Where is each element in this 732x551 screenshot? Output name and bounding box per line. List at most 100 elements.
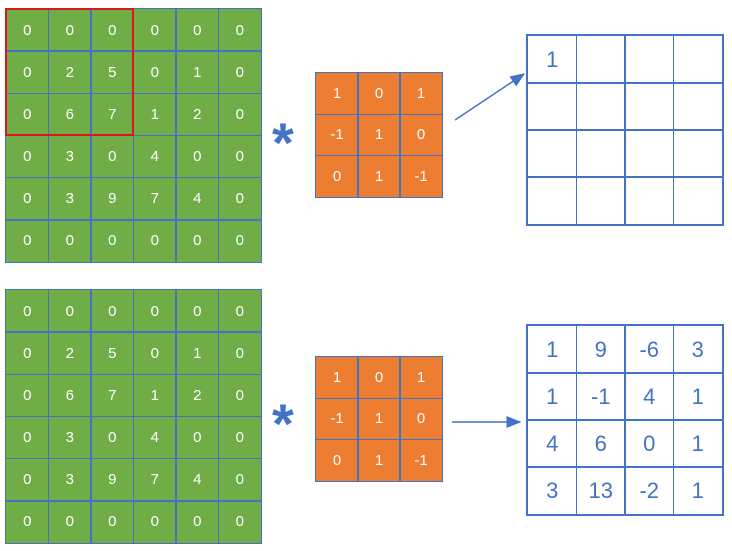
matrix-cell: 4 [624, 372, 675, 421]
matrix-cell: 0 [5, 500, 50, 544]
matrix-cell: 0 [357, 72, 401, 116]
convolution-operator: * [272, 111, 294, 174]
matrix-cell [672, 35, 723, 84]
matrix-cell: 9 [575, 325, 626, 374]
matrix-cell: 0 [399, 113, 443, 157]
matrix-cell: 1 [315, 72, 359, 116]
matrix-cell: 0 [624, 419, 675, 468]
matrix-cell: 0 [217, 134, 262, 179]
matrix-cell: 1 [132, 373, 177, 418]
matrix-cell: 0 [217, 415, 262, 460]
matrix-cell: 0 [47, 219, 92, 263]
matrix-cell: 1 [399, 356, 443, 400]
matrix-cell: 3 [47, 415, 92, 460]
matrix-cell: 4 [132, 134, 177, 179]
matrix-cell: 7 [132, 176, 177, 221]
matrix-cell: 1 [357, 438, 401, 482]
matrix-cell [624, 82, 675, 131]
matrix-cell [527, 176, 578, 225]
matrix-cell: 0 [357, 356, 401, 400]
matrix-cell: 1 [527, 372, 578, 421]
matrix-cell [527, 82, 578, 131]
matrix-cell: 9 [90, 176, 135, 221]
matrix-cell: 7 [90, 373, 135, 418]
matrix-cell: 0 [175, 500, 220, 544]
matrix-cell: 2 [175, 92, 220, 137]
matrix-cell: 2 [175, 373, 220, 418]
matrix-cell: -2 [624, 466, 675, 515]
matrix-cell: 0 [5, 331, 50, 376]
matrix-cell: 6 [575, 419, 626, 468]
matrix-cell: 0 [217, 373, 262, 418]
matrix-cell: 0 [217, 457, 262, 502]
matrix-cell [575, 35, 626, 84]
matrix-cell: 0 [217, 500, 262, 544]
matrix-cell: 0 [175, 134, 220, 179]
matrix-cell: 1 [315, 356, 359, 400]
matrix-cell: 1 [175, 331, 220, 376]
matrix-cell: 0 [132, 500, 177, 544]
matrix-cell: 0 [217, 176, 262, 221]
matrix-cell: 4 [175, 176, 220, 221]
matrix-cell: 0 [5, 219, 50, 263]
matrix-cell: 3 [672, 325, 723, 374]
matrix-cell: 0 [90, 500, 135, 544]
matrix-cell: 3 [47, 457, 92, 502]
matrix-cell [575, 176, 626, 225]
arrow-top [454, 73, 526, 121]
matrix-cell: 0 [5, 457, 50, 502]
matrix-cell: 0 [217, 8, 262, 52]
matrix-cell: 0 [90, 289, 135, 333]
matrix-cell: 4 [132, 415, 177, 460]
matrix-cell: 0 [217, 289, 262, 333]
matrix-cell [624, 176, 675, 225]
matrix-cell: -1 [575, 372, 626, 421]
matrix-cell: 5 [90, 331, 135, 376]
matrix-cell: 7 [132, 457, 177, 502]
matrix-cell: 0 [132, 331, 177, 376]
matrix-cell: 0 [175, 219, 220, 263]
matrix-cell: -1 [399, 438, 443, 482]
matrix-cell: 1 [527, 325, 578, 374]
matrix-cell: 1 [175, 50, 220, 95]
matrix-cell [527, 129, 578, 178]
matrix-cell: 4 [527, 419, 578, 468]
matrix-cell: 1 [672, 372, 723, 421]
matrix-cell: 0 [217, 92, 262, 137]
matrix-cell: 0 [90, 219, 135, 263]
matrix-cell: 0 [315, 438, 359, 482]
matrix-cell: 0 [90, 415, 135, 460]
matrix-cell: 4 [175, 457, 220, 502]
matrix-cell: 0 [5, 176, 50, 221]
matrix-cell: 0 [175, 8, 220, 52]
matrix-cell: 1 [672, 419, 723, 468]
matrix-cell: 9 [90, 457, 135, 502]
matrix-cell: 0 [5, 289, 50, 333]
matrix-cell [672, 82, 723, 131]
matrix-cell: 1 [672, 466, 723, 515]
matrix-cell: 0 [217, 219, 262, 263]
matrix-cell [672, 176, 723, 225]
matrix-cell [624, 35, 675, 84]
matrix-cell [575, 82, 626, 131]
matrix-cell: -1 [315, 113, 359, 157]
matrix-cell: 0 [175, 289, 220, 333]
matrix-cell [575, 129, 626, 178]
matrix-cell: 6 [47, 373, 92, 418]
matrix-cell: 0 [315, 154, 359, 198]
matrix-cell: 2 [47, 50, 92, 95]
matrix-cell [624, 129, 675, 178]
matrix-cell: 3 [47, 176, 92, 221]
matrix-cell: -1 [315, 397, 359, 441]
matrix-cell: 0 [5, 373, 50, 418]
matrix-cell: 0 [47, 500, 92, 544]
matrix-cell: -6 [624, 325, 675, 374]
matrix-cell: 0 [5, 415, 50, 460]
matrix-cell: 1 [357, 113, 401, 157]
matrix-cell: 3 [527, 466, 578, 515]
matrix-cell: 0 [47, 289, 92, 333]
